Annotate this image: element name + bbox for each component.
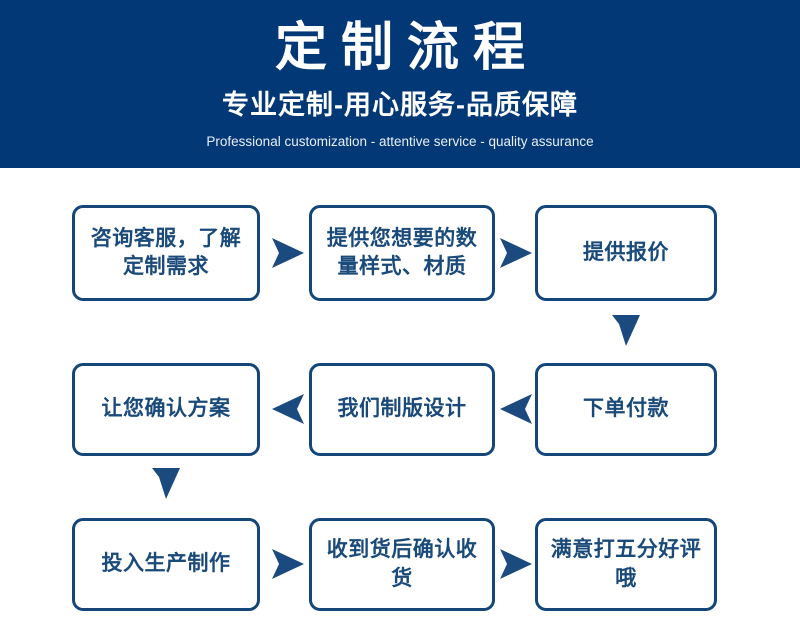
connector-arrow-left-1 bbox=[266, 390, 310, 428]
flow-step-label: 提供您想要的数量样式、材质 bbox=[326, 226, 478, 278]
flow-step-4[interactable]: 让您确认方案 bbox=[72, 363, 260, 456]
flow-step-8[interactable]: 收到货后确认收货 bbox=[309, 518, 495, 611]
connector-arrow-right-2 bbox=[494, 234, 538, 272]
flow-step-label: 让您确认方案 bbox=[101, 397, 231, 421]
connector-arrow-right-4 bbox=[494, 545, 538, 583]
connector-arrow-down-right bbox=[607, 310, 645, 350]
flow-step-label: 提供报价 bbox=[583, 240, 669, 264]
flow-step-label: 下单付款 bbox=[583, 397, 669, 421]
flow-step-9[interactable]: 满意打五分好评哦 bbox=[535, 518, 717, 611]
flow-step-6[interactable]: 下单付款 bbox=[535, 363, 717, 456]
page-title: 定制流程 bbox=[274, 19, 539, 77]
connector-arrow-left-2 bbox=[494, 390, 538, 428]
flow-step-label: 我们制版设计 bbox=[337, 397, 467, 421]
flow-step-5[interactable]: 我们制版设计 bbox=[309, 363, 495, 456]
connector-arrow-down-left bbox=[147, 463, 185, 503]
flow-step-2[interactable]: 提供您想要的数量样式、材质 bbox=[309, 205, 495, 301]
flow-step-label: 投入生产制作 bbox=[101, 552, 231, 576]
banner-subtitle: 专业定制-用心服务-品质保障 bbox=[222, 90, 578, 120]
process-flow-diagram: 咨询客服，了解定制需求 提供您想要的数量样式、材质 提供报价 让您确认方案 我们… bbox=[0, 168, 800, 643]
connector-arrow-right-1 bbox=[266, 234, 310, 272]
flow-step-1[interactable]: 咨询客服，了解定制需求 bbox=[72, 205, 260, 301]
connector-arrow-right-3 bbox=[266, 545, 310, 583]
flow-step-label: 咨询客服，了解定制需求 bbox=[90, 226, 242, 278]
flow-step-label: 满意打五分好评哦 bbox=[550, 538, 702, 590]
flow-step-7[interactable]: 投入生产制作 bbox=[72, 518, 260, 611]
flow-step-label: 收到货后确认收货 bbox=[326, 538, 478, 590]
banner-tagline: Professional customization - attentive s… bbox=[206, 134, 594, 149]
header-banner: 定制流程 专业定制-用心服务-品质保障 Professional customi… bbox=[0, 0, 800, 168]
flow-step-3[interactable]: 提供报价 bbox=[535, 205, 717, 301]
